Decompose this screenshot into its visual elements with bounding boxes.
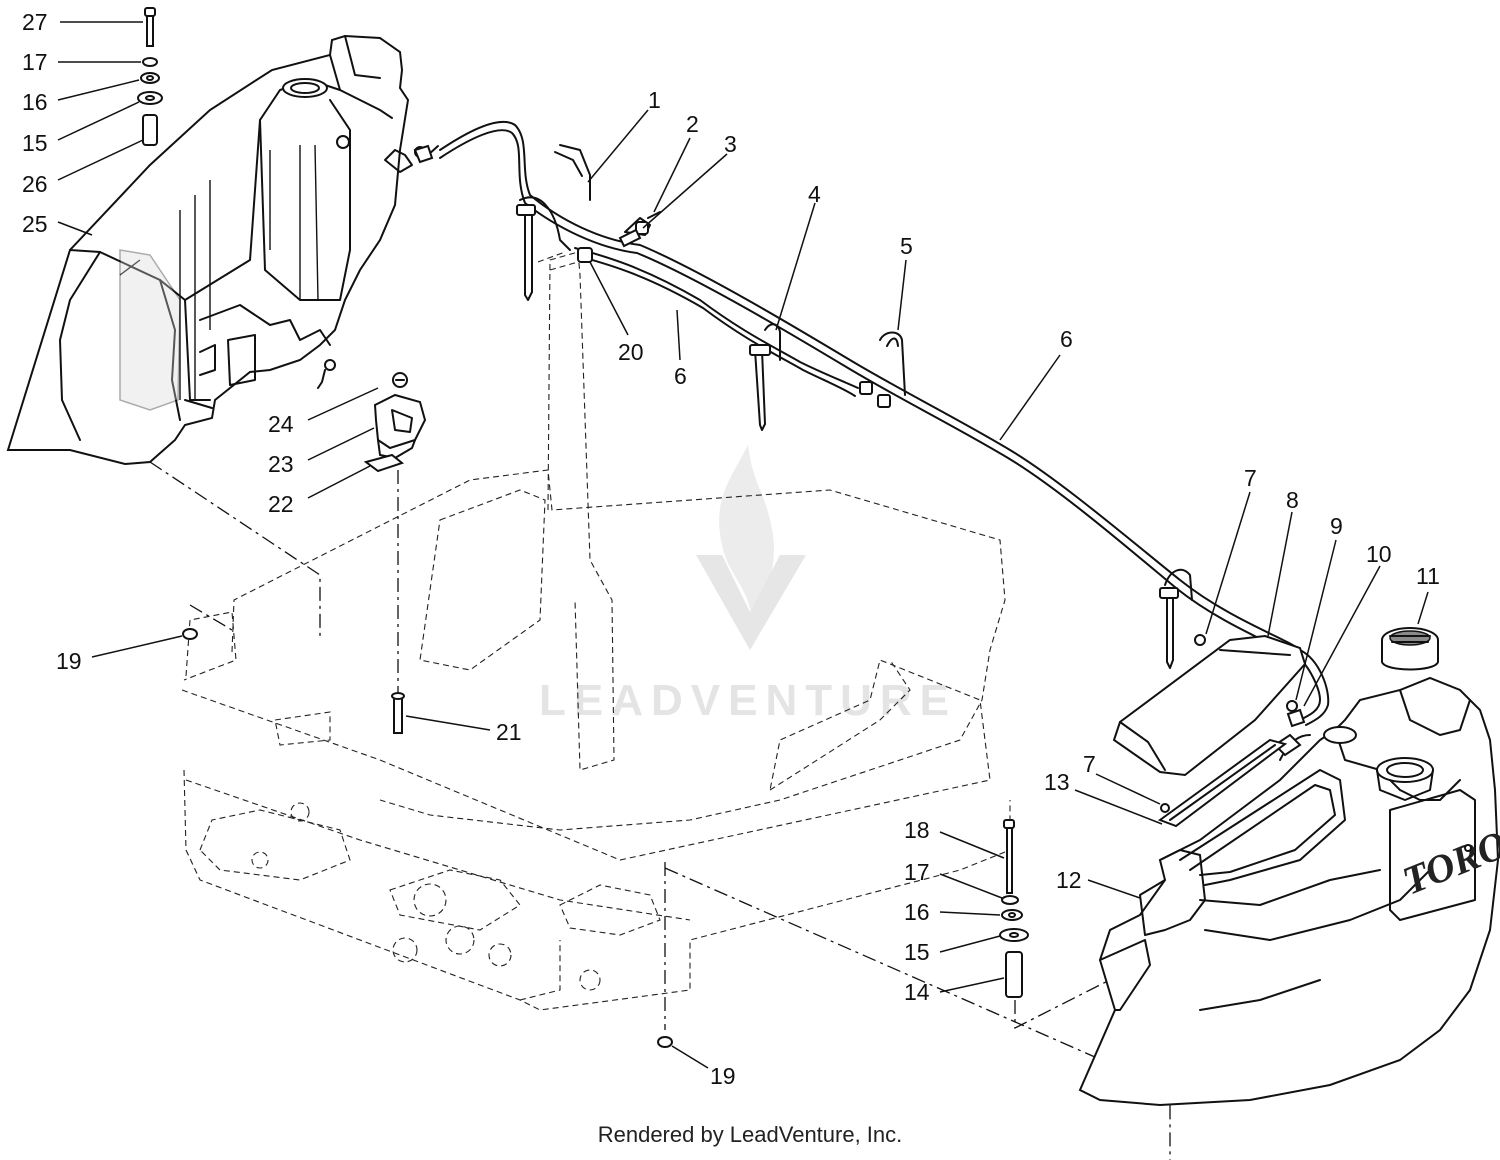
callout-21: 21	[496, 719, 522, 745]
fuel-line-assembly	[413, 120, 1330, 726]
right-fuel-tank: TORO	[1078, 676, 1500, 1107]
callout-26: 26	[22, 171, 48, 197]
callout-6: 6	[1060, 326, 1073, 352]
callout-16: 16	[904, 899, 930, 925]
callout-7: 7	[1244, 465, 1257, 491]
callout-25: 25	[22, 211, 48, 237]
watermark-v-icon	[696, 555, 806, 650]
callout-6: 6	[674, 363, 687, 389]
callout-labels: 27 17 16 15 26 25 1 2 3 4 5 6 6 20 24 23…	[22, 9, 1440, 1089]
callout-18: 18	[904, 817, 930, 843]
left-hardware-stack	[137, 7, 163, 146]
callout-27: 27	[22, 9, 48, 35]
watermark-text: LEADVENTURE	[539, 676, 957, 725]
callout-12: 12	[1056, 867, 1082, 893]
callout-22: 22	[268, 491, 294, 517]
callout-15: 15	[22, 130, 48, 156]
leader-lines	[57, 21, 1429, 1069]
callout-17: 17	[22, 49, 48, 75]
callout-24: 24	[268, 411, 294, 437]
callout-8: 8	[1286, 487, 1299, 513]
callout-2: 2	[686, 111, 699, 137]
callout-13: 13	[1044, 769, 1070, 795]
callout-23: 23	[268, 451, 294, 477]
callout-9: 9	[1330, 513, 1343, 539]
callout-19: 19	[710, 1063, 736, 1089]
fuel-cap	[1381, 627, 1439, 671]
callout-1: 1	[648, 87, 661, 113]
left-fuel-tank	[6, 34, 439, 466]
callout-3: 3	[724, 131, 737, 157]
callout-4: 4	[808, 181, 821, 207]
callout-11: 11	[1416, 563, 1440, 589]
callout-10: 10	[1366, 541, 1392, 567]
footer-credit: Rendered by LeadVenture, Inc.	[597, 1122, 903, 1147]
callout-14: 14	[904, 979, 930, 1005]
callout-5: 5	[900, 233, 913, 259]
callout-15: 15	[904, 939, 930, 965]
callout-7: 7	[1083, 751, 1096, 777]
watermark: LEADVENTURE	[539, 445, 957, 725]
callout-17: 17	[904, 859, 930, 885]
right-hardware-stack	[999, 819, 1029, 998]
tank-bracket	[363, 372, 427, 734]
nuts-19	[182, 628, 673, 1048]
watermark-flame-icon	[719, 445, 774, 620]
callout-20: 20	[618, 339, 644, 365]
tank-cover	[1112, 634, 1307, 828]
callout-19: 19	[56, 648, 82, 674]
callout-16: 16	[22, 89, 48, 115]
chassis-frame	[181, 251, 1011, 1011]
